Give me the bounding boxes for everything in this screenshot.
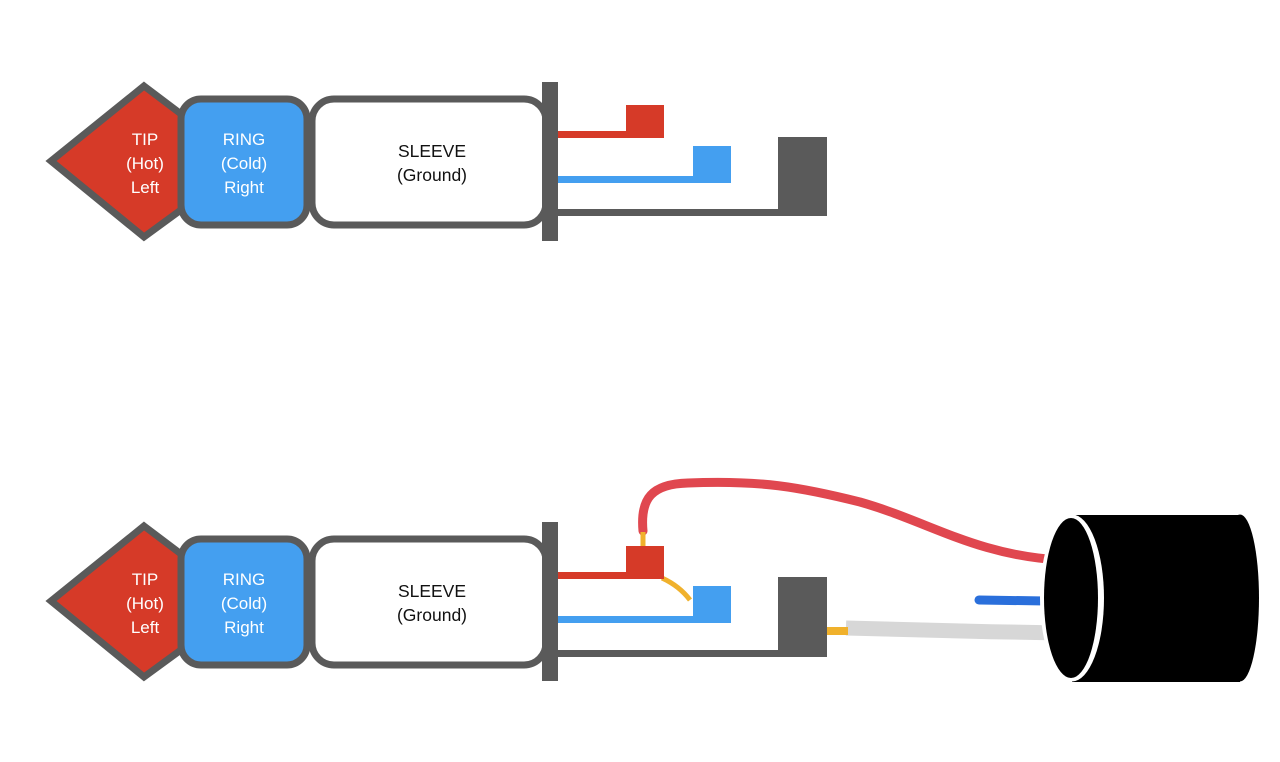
cable-jacket-front-face (1044, 518, 1098, 678)
top-ring-label-3: Right (224, 178, 264, 197)
bottom-ring-terminal (693, 586, 731, 623)
top-ring-lead (555, 176, 731, 183)
bottom-ring-label-3: Right (224, 618, 264, 637)
top-ring (177, 95, 311, 229)
bottom-ring-label-1: RING (223, 570, 266, 589)
bottom-tip-lead (555, 572, 663, 579)
ring-solder (660, 575, 692, 602)
top-sleeve-label-2: (Ground) (397, 165, 467, 185)
bottom-tip-terminal (626, 546, 664, 579)
top-tip-label-2: (Hot) (126, 154, 164, 173)
red-wire (638, 477, 1065, 565)
bottom-collar (542, 522, 558, 681)
cable-jacket-back (1221, 514, 1259, 682)
top-tip-lead (555, 131, 663, 138)
bottom-plug: TIP (Hot) Left RING (Cold) Right SLEEVE … (45, 477, 1259, 682)
blue-wire (974, 595, 1051, 606)
bottom-sleeve-label-1: SLEEVE (398, 581, 466, 601)
top-sleeve-label-1: SLEEVE (398, 141, 466, 161)
top-sleeve-terminal (778, 137, 827, 216)
bottom-ring-label-2: (Cold) (221, 594, 267, 613)
top-tip-terminal (626, 105, 664, 138)
bottom-tip-label-1: TIP (132, 570, 158, 589)
top-ring-label-1: RING (223, 130, 266, 149)
bottom-ring-lead (555, 616, 731, 623)
bottom-sleeve (308, 535, 550, 669)
bottom-tip (45, 521, 189, 682)
white-wire (845, 620, 1063, 641)
bottom-tip-label-3: Left (131, 618, 160, 637)
top-tip (45, 81, 189, 242)
top-ring-label-2: (Cold) (221, 154, 267, 173)
bottom-sleeve-label-2: (Ground) (397, 605, 467, 625)
top-tip-label-3: Left (131, 178, 160, 197)
bottom-ring (177, 535, 311, 669)
top-collar (542, 82, 558, 241)
top-tip-label-1: TIP (132, 130, 158, 149)
top-sleeve-lead (555, 209, 827, 216)
cable-jacket (1040, 514, 1259, 682)
top-sleeve (308, 95, 550, 229)
bottom-tip-label-2: (Hot) (126, 594, 164, 613)
top-ring-terminal (693, 146, 731, 183)
bottom-sleeve-lead (555, 650, 827, 657)
bottom-sleeve-terminal (778, 577, 827, 657)
top-plug: TIP (Hot) Left RING (Cold) Right SLEEVE … (45, 81, 827, 242)
